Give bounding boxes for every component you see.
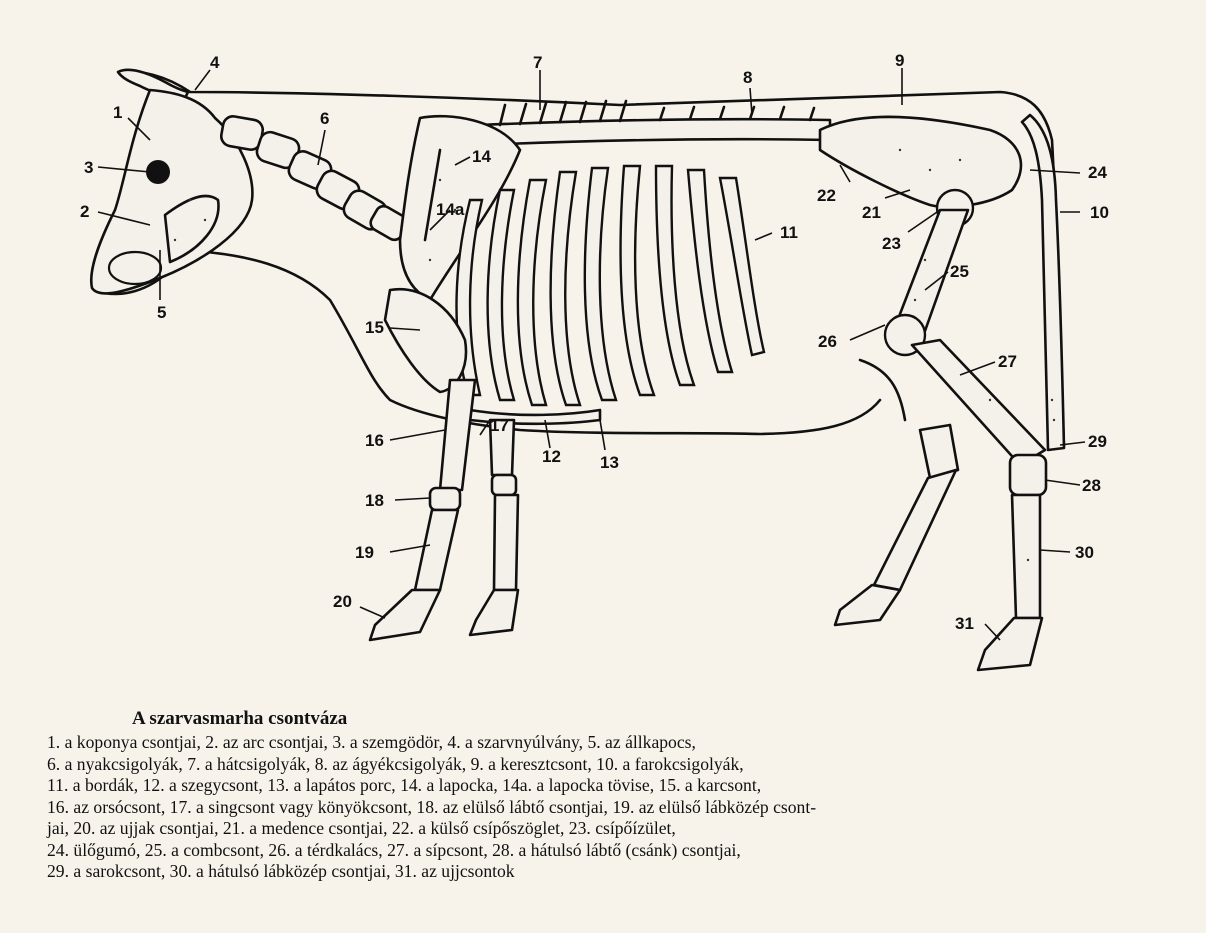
label-27: 27	[998, 352, 1017, 371]
label-9: 9	[895, 51, 904, 70]
label-16: 16	[365, 431, 384, 450]
label-10: 10	[1090, 203, 1109, 222]
caption-line: 6. a nyakcsigolyák, 7. a hátcsigolyák, 8…	[47, 754, 1167, 776]
label-30: 30	[1075, 543, 1094, 562]
label-1: 1	[113, 103, 122, 122]
cow-skeleton-diagram: 1 2 3 4 5 6 7 8 9 10 11 12 13 14 14a 15 …	[0, 0, 1206, 700]
caption-line: 1. a koponya csontjai, 2. az arc csontja…	[47, 732, 1167, 754]
label-22: 22	[817, 186, 836, 205]
spine	[480, 101, 830, 145]
humerus	[385, 289, 466, 392]
label-5: 5	[157, 303, 166, 322]
spine-bar	[480, 119, 830, 145]
ribcage	[456, 166, 764, 405]
label-7: 7	[533, 53, 542, 72]
caption-line: 29. a sarokcsont, 30. a hátulsó lábközép…	[47, 861, 1167, 883]
label-15: 15	[365, 318, 384, 337]
radius-ulna	[440, 380, 475, 490]
label-14a: 14a	[436, 200, 465, 219]
label-28: 28	[1082, 476, 1101, 495]
label-31: 31	[955, 614, 974, 633]
label-25: 25	[950, 262, 969, 281]
caption-line: 16. az orsócsont, 17. a singcsont vagy k…	[47, 797, 1167, 819]
caption: A szarvasmarha csontváza 1. a koponya cs…	[47, 708, 1167, 883]
label-21: 21	[862, 203, 881, 222]
label-20: 20	[333, 592, 352, 611]
label-29: 29	[1088, 432, 1107, 451]
caption-line: 11. a bordák, 12. a szegycsont, 13. a la…	[47, 775, 1167, 797]
hind-leg-far	[835, 425, 958, 625]
digits	[370, 590, 440, 640]
label-14: 14	[472, 147, 491, 166]
label-13: 13	[600, 453, 619, 472]
caption-title: A szarvasmarha csontváza	[132, 708, 1167, 730]
caption-line: 24. ülőgumó, 25. a combcsont, 26. a térd…	[47, 840, 1167, 862]
label-26: 26	[818, 332, 837, 351]
front-leg-near	[370, 380, 475, 640]
label-8: 8	[743, 68, 752, 87]
label-19: 19	[355, 543, 374, 562]
pelvis	[820, 117, 1021, 207]
label-24: 24	[1088, 163, 1107, 182]
front-leg-far	[470, 420, 518, 635]
label-12: 12	[542, 447, 561, 466]
label-11: 11	[780, 223, 798, 242]
label-3: 3	[84, 158, 93, 177]
label-4: 4	[210, 53, 220, 72]
label-17: 17	[490, 416, 509, 435]
caption-line: jai, 20. az ujjak csontjai, 21. a medenc…	[47, 818, 1167, 840]
tail	[1022, 115, 1064, 450]
label-18: 18	[365, 491, 384, 510]
carpus	[430, 488, 460, 510]
cannon-bone	[415, 510, 458, 590]
label-6: 6	[320, 109, 329, 128]
label-2: 2	[80, 202, 89, 221]
tarsus	[1010, 455, 1046, 495]
hind-cannon	[1012, 495, 1040, 618]
label-23: 23	[882, 234, 901, 253]
nasal-bone	[109, 252, 161, 284]
